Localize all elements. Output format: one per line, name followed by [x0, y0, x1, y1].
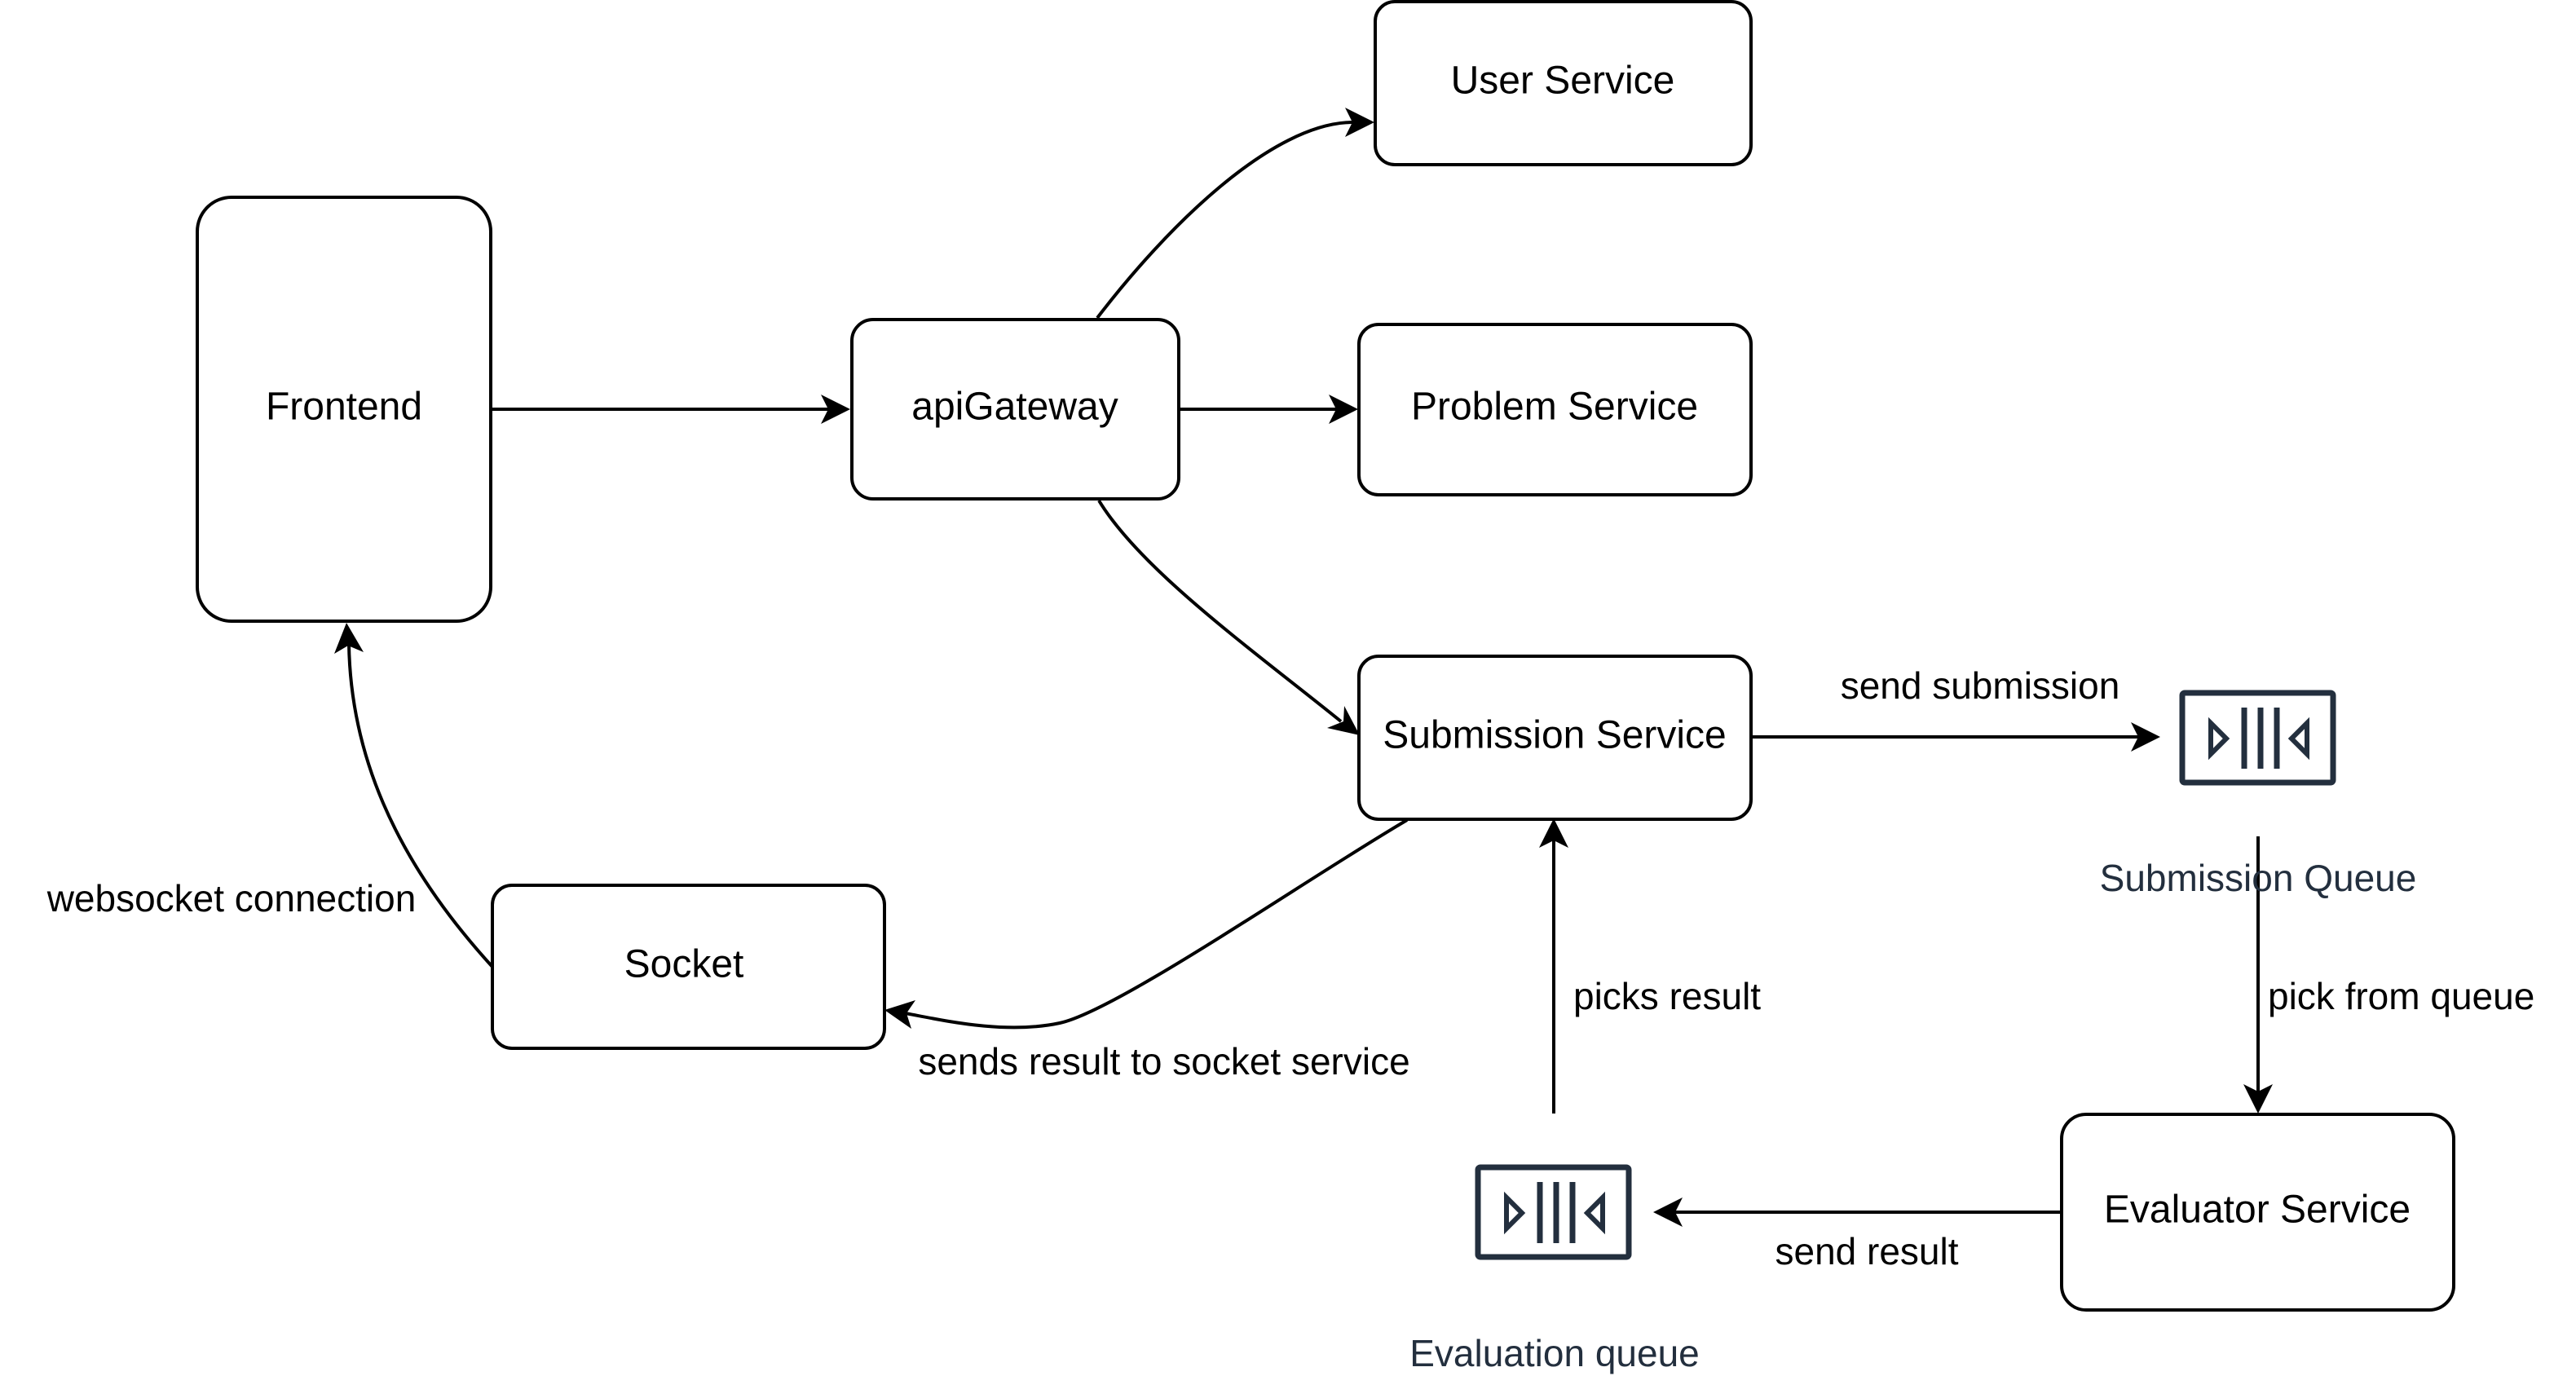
arrowhead — [1539, 818, 1568, 848]
edge-label-pick-from-queue: pick from queue — [2268, 975, 2534, 1017]
edge-queue-to-evaluator — [2243, 836, 2273, 1114]
node-socket-label: Socket — [624, 943, 744, 986]
node-problem-service[interactable]: Problem Service — [1357, 323, 1753, 496]
submission-queue-label: Submission Queue — [2100, 857, 2417, 899]
node-api-gateway[interactable]: apiGateway — [850, 318, 1180, 501]
node-api-gateway-label: apiGateway — [911, 386, 1118, 429]
node-socket[interactable]: Socket — [491, 884, 886, 1050]
queues: Submission Queue Evaluation queue — [1409, 690, 2417, 1374]
node-evaluator-service-label: Evaluator Service — [2104, 1189, 2411, 1232]
arrowhead — [2243, 1084, 2273, 1114]
edge-label-sends-result-to-socket: sends result to socket service — [918, 1040, 1409, 1083]
edge-label-send-result: send result — [1775, 1230, 1958, 1272]
node-user-service-label: User Service — [1451, 60, 1675, 103]
arrowhead — [1653, 1197, 1683, 1227]
arrowhead — [1345, 108, 1374, 137]
edge-label-send-submission: send submission — [1841, 664, 2120, 707]
node-problem-service-label: Problem Service — [1411, 386, 1698, 429]
edge-apigateway-to-problem-service — [1179, 395, 1358, 424]
node-evaluator-service[interactable]: Evaluator Service — [2060, 1113, 2455, 1312]
arrowhead — [334, 623, 364, 654]
arrowhead — [821, 395, 850, 424]
nodes: Frontend apiGateway User Service Problem… — [196, 0, 2455, 1312]
edge-apigateway-to-user-service — [1096, 108, 1374, 320]
arrowhead — [1327, 706, 1360, 735]
edge-labels: send submission pick from queue send res… — [46, 664, 2535, 1272]
arrowhead — [2131, 722, 2160, 752]
edge-frontend-to-apigateway — [491, 395, 850, 424]
arrowhead — [884, 1000, 915, 1029]
node-frontend[interactable]: Frontend — [196, 196, 492, 623]
edge-socket-to-frontend — [334, 623, 494, 968]
edge-label-picks-result: picks result — [1573, 975, 1761, 1017]
edge-evaluation-queue-to-submission — [1539, 818, 1568, 1114]
edge-apigateway-to-submission-service — [1097, 499, 1360, 735]
edge-submission-to-queue — [1751, 722, 2160, 752]
node-submission-service[interactable]: Submission Service — [1357, 655, 1753, 821]
node-user-service[interactable]: User Service — [1374, 0, 1753, 166]
queue-icon — [2179, 690, 2336, 786]
edge-evaluator-to-evaluation-queue — [1653, 1197, 2061, 1227]
arrowhead — [1329, 395, 1358, 424]
node-submission-service-label: Submission Service — [1383, 714, 1727, 757]
edges — [334, 108, 2273, 1227]
node-frontend-label: Frontend — [266, 386, 422, 429]
submission-queue[interactable]: Submission Queue — [2100, 690, 2417, 899]
edge-submission-to-socket — [884, 818, 1409, 1030]
edge-label-websocket-connection: websocket connection — [46, 877, 417, 920]
evaluation-queue[interactable]: Evaluation queue — [1409, 1164, 1700, 1374]
queue-icon — [1475, 1164, 1632, 1260]
evaluation-queue-label: Evaluation queue — [1409, 1332, 1700, 1374]
